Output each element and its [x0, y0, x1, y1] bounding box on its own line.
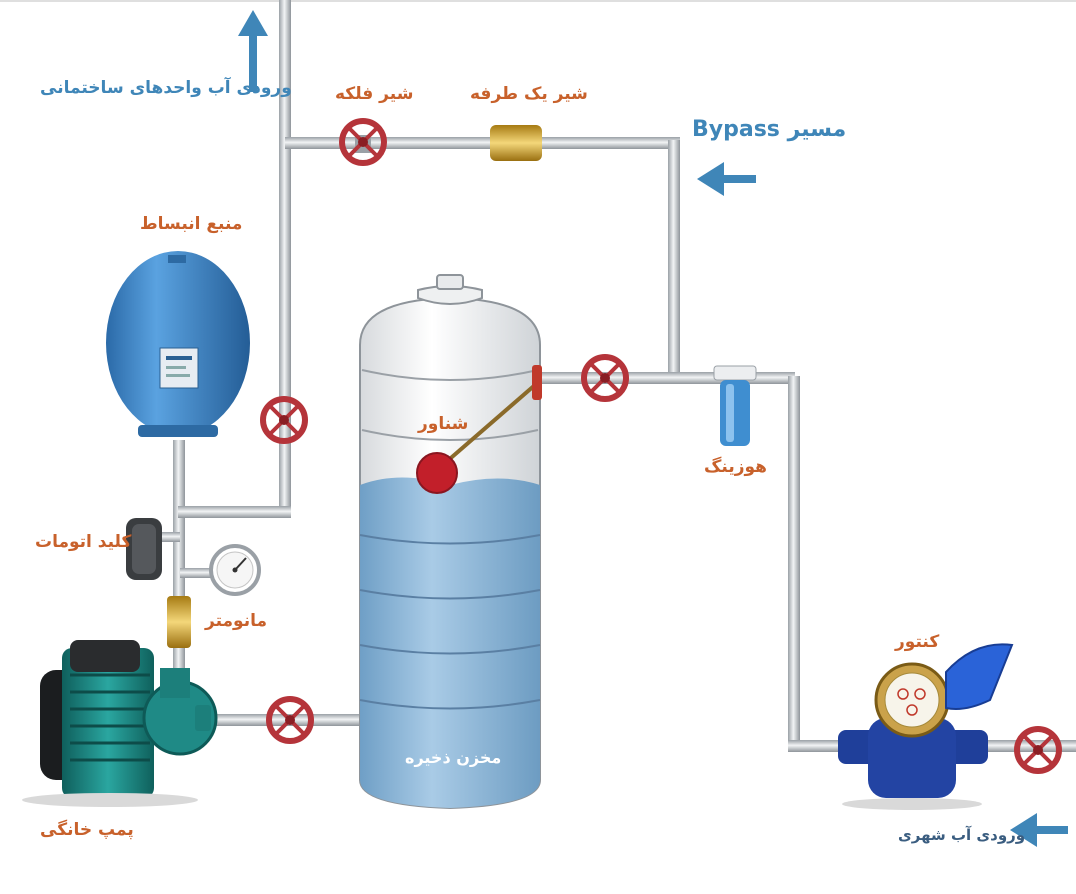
- gate-valve-inlet: [581, 354, 629, 402]
- storage-tank-label: مخزن ذخیره: [405, 748, 502, 767]
- city-water-inlet-label: ورودی آب شهری: [898, 826, 1026, 844]
- switch-branch-pipe: [150, 532, 180, 542]
- brass-fitting: [167, 596, 191, 648]
- storage-tank: [359, 274, 542, 810]
- gate-valve-top: [339, 118, 387, 166]
- water-meter-label: کنتور: [895, 632, 940, 652]
- gate-valve-riser: [260, 396, 308, 444]
- pressure-gauge-label: مانومتر: [205, 611, 267, 631]
- riser-connection-pipe: [178, 506, 291, 518]
- pressure-gauge: [209, 544, 261, 596]
- gate-valve-pump: [266, 696, 314, 744]
- home-pump: [22, 640, 218, 807]
- expansion-tank: [106, 251, 250, 437]
- gate-valve-city: [1014, 726, 1062, 774]
- pump-suction-pipe: [205, 714, 360, 726]
- gauge-branch-pipe: [180, 568, 220, 578]
- building-water-inlet-label: ورودی آب واحدهای ساختمانی: [40, 78, 292, 98]
- housing-filter-label: هوزینگ: [704, 457, 767, 477]
- riser-pipe: [279, 0, 291, 510]
- expansion-tank-label: منبع انبساط: [140, 214, 243, 234]
- float-valve-label: شناور: [418, 414, 469, 434]
- housing-filter: [713, 365, 757, 446]
- water-meter: [838, 643, 1014, 810]
- check-valve-body: [490, 125, 542, 161]
- bypass-path-label: مسیر Bypass: [692, 117, 847, 142]
- gate-valve-label: شیر فلکه: [335, 84, 414, 104]
- automatic-switch: [126, 518, 162, 580]
- arrow-left-icon-bypass: [697, 162, 756, 196]
- meter-riser-pipe: [788, 376, 800, 751]
- automatic-switch-label: کلید اتومات: [35, 532, 132, 552]
- arrow-up-icon: [238, 10, 268, 92]
- bypass-down-pipe: [668, 140, 680, 375]
- check-valve-label: شیر یک طرفه: [470, 84, 588, 104]
- arrow-left-icon-city: [1010, 813, 1068, 847]
- home-pump-label: پمپ خانگی: [40, 820, 134, 840]
- tank-inlet-pipe: [540, 372, 795, 384]
